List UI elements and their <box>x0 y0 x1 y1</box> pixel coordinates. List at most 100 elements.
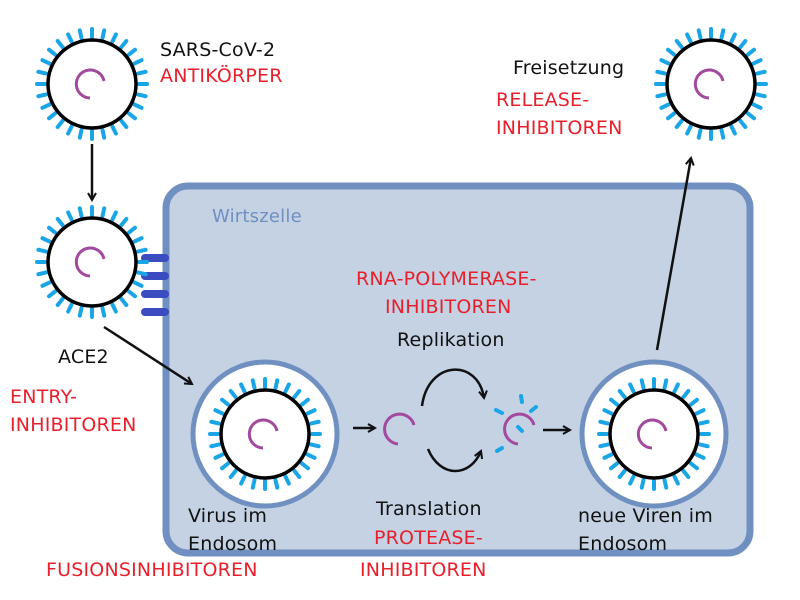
spike-protein <box>119 38 129 50</box>
spike-protein <box>55 296 65 308</box>
spike-protein <box>77 28 84 41</box>
spike-protein <box>273 477 280 490</box>
spike-protein <box>36 247 49 254</box>
spike-protein <box>239 474 247 486</box>
spike-protein <box>655 92 668 99</box>
spike-protein <box>308 442 321 449</box>
viral-rna <box>693 68 725 100</box>
spike-protein <box>697 442 710 449</box>
spike-protein <box>119 118 129 130</box>
label-ace2: ACE2 <box>58 346 109 368</box>
spike-protein <box>273 378 280 391</box>
spike-protein <box>681 388 691 400</box>
viral-rna <box>247 418 279 450</box>
label-entry-inhibitors-1: ENTRY- <box>10 386 78 408</box>
label-rna-polymerase-inhibitors-2: INHIBITOREN <box>385 296 512 318</box>
spike-protein <box>119 216 129 228</box>
spike-protein <box>66 302 74 314</box>
spike-protein <box>754 92 767 99</box>
spike-protein <box>696 28 703 41</box>
spike-protein <box>40 58 52 66</box>
rna-strand-assembling <box>503 412 536 446</box>
spike-protein <box>66 124 74 136</box>
spike-protein <box>135 69 148 76</box>
spike-protein <box>617 468 627 480</box>
spike-protein <box>685 32 693 44</box>
spike-protein <box>228 468 238 480</box>
spike-protein <box>639 477 646 490</box>
spike-protein <box>77 127 84 140</box>
spike-protein <box>659 102 671 110</box>
spike-protein <box>751 102 763 110</box>
spike-protein <box>77 305 84 318</box>
spike-protein <box>602 452 614 460</box>
spike-protein <box>729 124 737 136</box>
spike-protein <box>40 236 52 244</box>
viral-rna <box>74 246 106 278</box>
spike-protein <box>110 124 118 136</box>
label-release-inhibitors-1: RELEASE- <box>496 89 590 111</box>
label-new-viruses-2: Endosom <box>578 533 668 555</box>
spike-protein <box>135 247 148 254</box>
spike-fragments <box>494 394 538 453</box>
label-host-cell: Wirtszelle <box>212 206 302 227</box>
ace2-receptors <box>141 254 169 316</box>
spike-protein <box>209 419 222 426</box>
viral-rna <box>636 418 668 450</box>
virion-free <box>35 27 149 141</box>
label-translation: Translation <box>376 498 482 520</box>
spike-protein <box>751 58 763 66</box>
spike-protein <box>738 118 748 130</box>
spike-protein <box>250 477 257 490</box>
viral-envelope <box>608 388 700 480</box>
spike-protein <box>110 302 118 314</box>
spike-protein <box>628 474 636 486</box>
spike-protein <box>219 397 231 407</box>
spike-protein <box>77 206 84 219</box>
label-rna-polymerase-inhibitors-1: RNA-POLYMERASE- <box>356 268 537 290</box>
spike-protein <box>674 38 684 50</box>
spike-protein <box>239 382 247 394</box>
spike-protein <box>688 461 700 471</box>
spike-protein <box>55 38 65 50</box>
viral-rna <box>74 68 106 100</box>
spike-protein <box>100 127 107 140</box>
spike-protein <box>628 382 636 394</box>
arrow-translation <box>426 448 481 473</box>
spike-protein <box>598 419 611 426</box>
spike-protein <box>283 474 291 486</box>
spike-protein <box>685 124 693 136</box>
spike-protein <box>694 452 706 460</box>
spike-protein <box>719 28 726 41</box>
spike-protein <box>696 127 703 140</box>
viral-envelope <box>46 216 138 308</box>
spike-protein <box>119 296 129 308</box>
arrow-release <box>655 158 691 351</box>
spike-protein <box>299 397 311 407</box>
virion-new-in-endosome <box>597 377 711 491</box>
label-sars-cov-2: SARS-CoV-2 <box>160 39 276 61</box>
viral-envelope <box>219 388 311 480</box>
virion-bound <box>35 205 149 319</box>
label-release-inhibitors-2: INHIBITOREN <box>496 117 623 139</box>
spike-protein <box>100 28 107 41</box>
spike-protein <box>292 388 302 400</box>
spike-protein <box>617 388 627 400</box>
spike-protein <box>132 236 144 244</box>
spike-protein <box>132 58 144 66</box>
spike-protein <box>126 111 138 121</box>
label-virus-in-endosome-1: Virus im <box>188 505 268 527</box>
spike-protein <box>672 382 680 394</box>
spike-protein <box>681 468 691 480</box>
label-new-viruses-1: neue Viren im <box>578 505 713 527</box>
spike-protein <box>132 280 144 288</box>
spike-protein <box>299 461 311 471</box>
spike-protein <box>46 111 58 121</box>
spike-protein <box>745 111 757 121</box>
spike-protein <box>305 408 317 416</box>
spike-protein <box>305 452 317 460</box>
spike-protein <box>36 270 49 277</box>
spike-protein <box>36 69 49 76</box>
spike-protein <box>639 378 646 391</box>
